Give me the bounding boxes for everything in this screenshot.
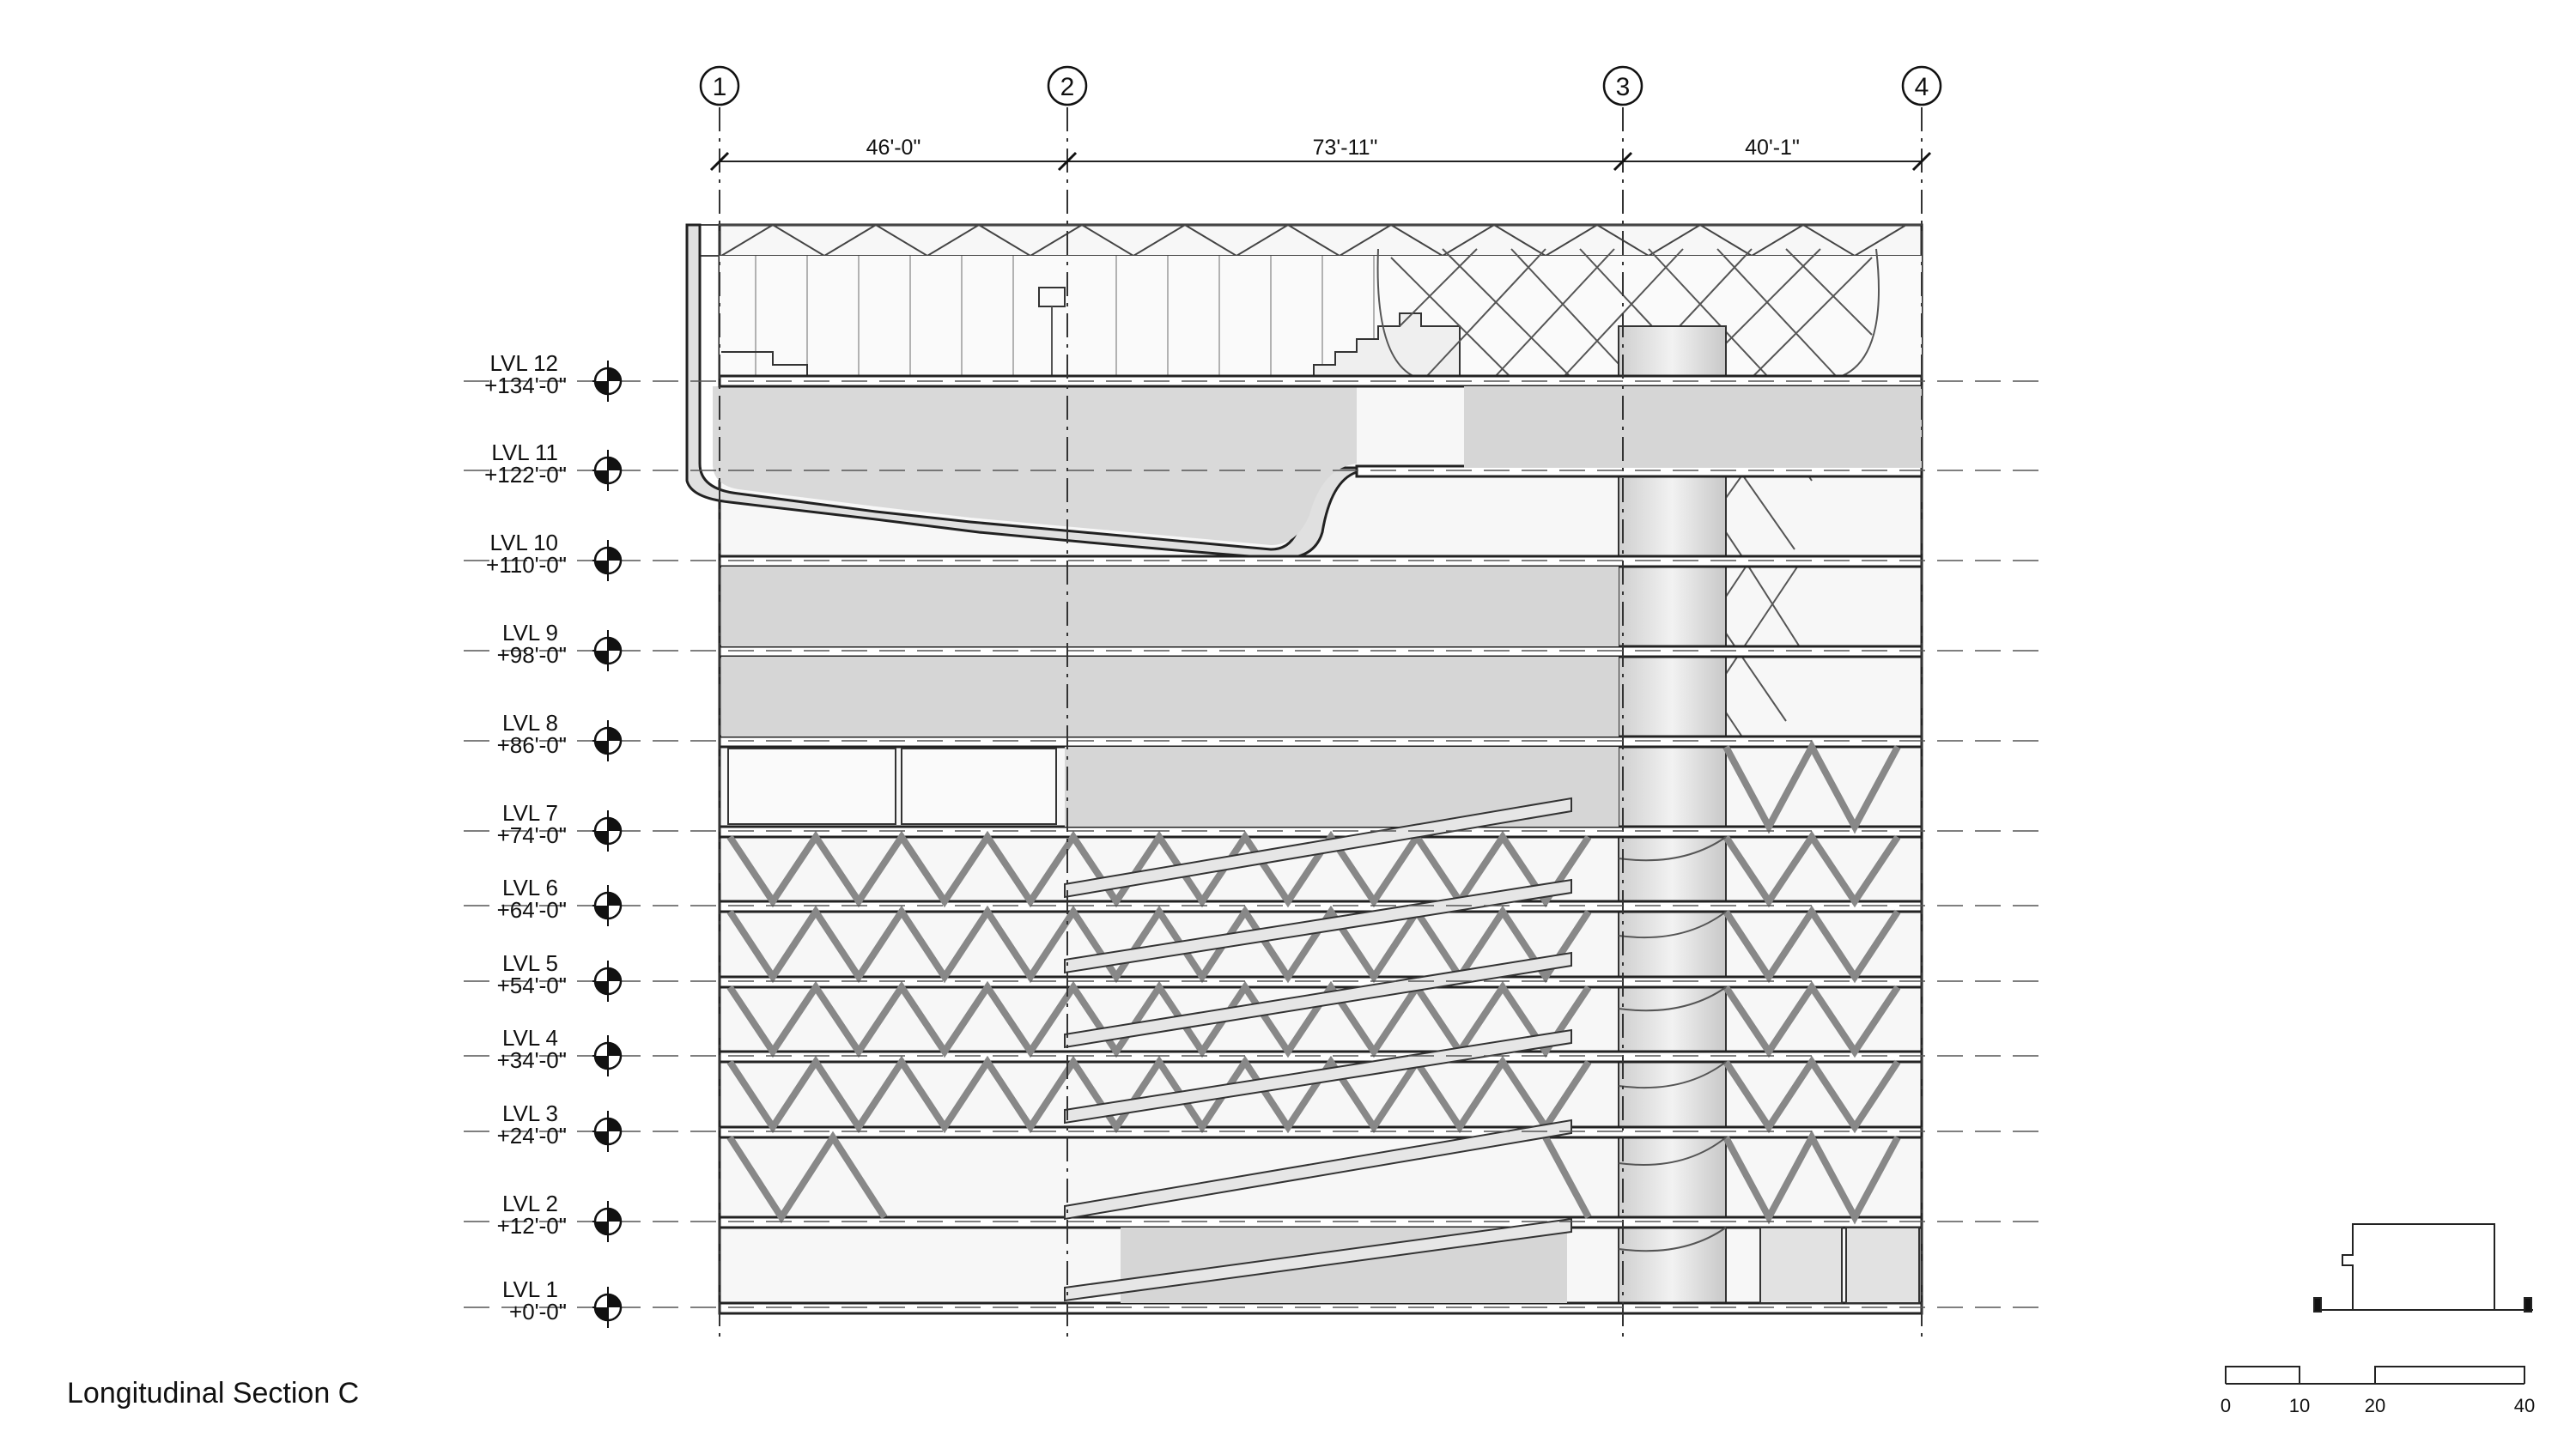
scale-tick-40: 40 <box>2514 1395 2535 1416</box>
level-elevation: +134'-0" <box>484 373 567 398</box>
level-datum-quadrant <box>608 1209 621 1222</box>
dimension-tick-4 <box>1911 151 1932 172</box>
level-datum-quadrant <box>608 1119 621 1131</box>
level-name: LVL 6 <box>502 875 558 900</box>
level-elevation: +0'-0" <box>509 1299 567 1325</box>
grid-bubble-4 <box>1901 65 1942 106</box>
level-name: LVL 3 <box>502 1100 558 1126</box>
level-name: LVL 2 <box>502 1191 558 1216</box>
level-datum-quadrant <box>595 831 608 844</box>
level-datum-quadrant <box>595 470 608 483</box>
level-name: LVL 4 <box>502 1025 558 1051</box>
level-datum-quadrant <box>595 1131 608 1144</box>
dimension-label-2: 73'-11" <box>1313 136 1378 160</box>
level-name: LVL 9 <box>502 620 558 646</box>
level-elevation: +12'-0" <box>497 1213 567 1239</box>
level-name: LVL 1 <box>502 1276 558 1302</box>
diagonal-bracing <box>726 739 1901 1225</box>
building-section <box>685 223 1923 1315</box>
level-datum-quadrant <box>595 651 608 664</box>
level-datum-quadrant <box>595 906 608 919</box>
level-datum-quadrant <box>595 381 608 394</box>
level-elevation: +24'-0" <box>497 1123 567 1149</box>
ground-rooms <box>1759 1227 1920 1304</box>
level-datum-quadrant <box>608 893 621 906</box>
level-markers: LVL 12+134'-0" LVL 11+122'-0" LVL 10+110'-… <box>464 350 2044 1328</box>
level-elevation: +86'-0" <box>497 732 567 758</box>
scale-tick-20: 20 <box>2365 1395 2385 1416</box>
level-elevation: +122'-0" <box>484 462 567 488</box>
dimension-tick-3 <box>1613 151 1633 172</box>
level-datum-quadrant <box>595 1222 608 1234</box>
level-elevation: +98'-0" <box>497 642 567 668</box>
level-elevation: +74'-0" <box>497 822 567 848</box>
dimension-label-1: 46'-0" <box>866 136 921 160</box>
level-elevation: +54'-0" <box>497 973 567 998</box>
level-datum-quadrant <box>608 638 621 651</box>
level-name: LVL 11 <box>491 440 558 465</box>
scale-bar: 0 10 20 40 <box>2221 1366 2535 1416</box>
level-datum-quadrant <box>595 1307 608 1320</box>
level-elevation: +110'-0" <box>486 552 567 578</box>
scale-tick-0: 0 <box>2221 1395 2231 1416</box>
level-datum-quadrant <box>595 741 608 754</box>
grid-bubble-1 <box>699 65 740 106</box>
spiral-ramp <box>1618 836 1727 1252</box>
level-datum-quadrant <box>608 728 621 741</box>
level-name: LVL 8 <box>502 710 558 736</box>
dimension-string: 46'-0" 73'-11" 40'-1" <box>709 136 1932 172</box>
dimension-tick-1 <box>709 151 730 172</box>
grid-lines: 1 2 3 4 <box>699 65 1942 1339</box>
level-datum-quadrant <box>608 458 621 470</box>
pool <box>685 223 1616 561</box>
parking-ramps <box>1064 797 1572 1302</box>
grid-label-3: 3 <box>1616 73 1631 101</box>
grid-label-1: 1 <box>713 73 727 101</box>
level-datum-quadrant <box>608 818 621 831</box>
level-datum-quadrant <box>608 368 621 381</box>
level-datum-quadrant <box>595 561 608 573</box>
level-datum-quadrant <box>595 981 608 994</box>
level-elevation: +64'-0" <box>497 897 567 923</box>
level-datum-quadrant <box>608 968 621 981</box>
level-name: LVL 12 <box>489 350 558 376</box>
level-name: LVL 10 <box>489 530 558 555</box>
level-name: LVL 5 <box>502 950 558 976</box>
level-datum-quadrant <box>608 548 621 561</box>
level-datum-quadrant <box>608 1043 621 1056</box>
level-datum-quadrant <box>608 1294 621 1307</box>
scale-tick-10: 10 <box>2289 1395 2310 1416</box>
grid-label-4: 4 <box>1915 73 1929 101</box>
grid-bubble-3 <box>1602 65 1643 106</box>
level-name: LVL 7 <box>502 800 558 826</box>
level7-rooms <box>727 748 1057 825</box>
key-plan <box>2313 1223 2533 1313</box>
drawing-title: Longitudinal Section C <box>67 1377 360 1410</box>
level-elevation: +34'-0" <box>497 1047 567 1073</box>
ramp-shaft <box>1618 325 1727 1313</box>
dimension-label-3: 40'-1" <box>1745 136 1800 160</box>
dimension-tick-2 <box>1057 151 1078 172</box>
grid-label-2: 2 <box>1060 73 1075 101</box>
grid-bubble-2 <box>1047 65 1088 106</box>
level-datum-quadrant <box>595 1056 608 1069</box>
interior-walls <box>721 386 1922 1303</box>
